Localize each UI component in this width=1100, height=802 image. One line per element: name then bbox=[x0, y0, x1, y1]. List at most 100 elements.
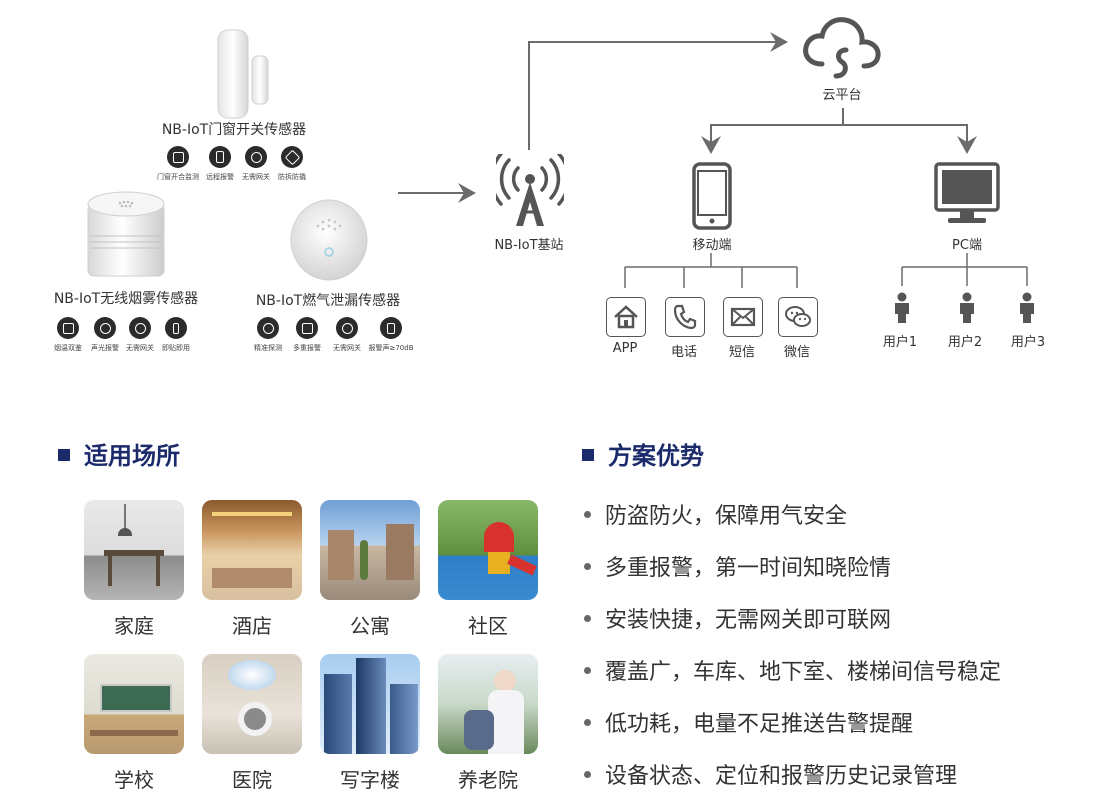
door-window-icon bbox=[167, 146, 189, 168]
no-gateway-icon bbox=[245, 146, 267, 168]
precise-detect-icon bbox=[257, 317, 279, 339]
wechat-icon bbox=[785, 306, 811, 327]
no-gateway-icon bbox=[336, 317, 358, 339]
advantages-section-title: 方案优势 bbox=[582, 436, 704, 471]
place-apartment: 公寓 bbox=[320, 500, 420, 639]
channel-sms bbox=[723, 297, 763, 337]
bullet-dot-icon bbox=[584, 614, 591, 622]
volume-icon bbox=[380, 317, 402, 339]
photo-school bbox=[84, 654, 184, 754]
gas-sensor-device bbox=[290, 199, 368, 281]
door-feature-3: 无需网关 bbox=[229, 146, 283, 182]
door-sensor-title: NB-IoT门窗开关传感器 bbox=[161, 122, 307, 138]
place-community: 社区 bbox=[438, 500, 538, 639]
photo-apartment bbox=[320, 500, 420, 600]
user-1-icon bbox=[895, 292, 909, 323]
user-2-icon bbox=[960, 292, 974, 323]
place-school: 学校 bbox=[84, 654, 184, 793]
monitor-icon bbox=[934, 162, 1000, 223]
door-feature-2: 远程报警 bbox=[193, 146, 247, 182]
smoke-sensor-device bbox=[87, 191, 165, 277]
phone-alarm-icon bbox=[209, 146, 231, 168]
place-nursing-home-label: 养老院 bbox=[458, 768, 518, 792]
places-section-title: 适用场所 bbox=[58, 436, 180, 471]
bullet-dot-icon bbox=[584, 510, 591, 518]
gas-feature-3: 无需网关 bbox=[320, 317, 374, 353]
arrow-cloud-to-mobile bbox=[701, 124, 843, 154]
place-school-label: 学校 bbox=[114, 768, 154, 792]
dual-sensor-icon bbox=[57, 317, 79, 339]
door-feature-4: 防拆防撬 bbox=[265, 146, 319, 182]
place-hotel-label: 酒店 bbox=[232, 614, 272, 638]
user-3-icon bbox=[1020, 292, 1034, 323]
bullet-dot-icon bbox=[584, 718, 591, 726]
door-feature-1: 门窗开合监测 bbox=[151, 146, 205, 182]
place-hospital: 医院 bbox=[202, 654, 302, 793]
channel-wechat bbox=[778, 297, 818, 337]
channel-wechat-label: 微信 bbox=[783, 345, 811, 360]
photo-office bbox=[320, 654, 420, 754]
advantage-item-6: 设备状态、定位和报警历史记录管理 bbox=[584, 758, 957, 790]
cloud-label: 云平台 bbox=[822, 88, 862, 103]
photo-home bbox=[84, 500, 184, 600]
channel-phone bbox=[665, 297, 705, 337]
cloud-icon bbox=[803, 17, 881, 79]
photo-nursing-home bbox=[438, 654, 538, 754]
smoke-feature-3: 无需网关 bbox=[113, 317, 167, 353]
arrow-cloud-to-pc bbox=[843, 124, 977, 154]
gas-sensor-title: NB-IoT燃气泄漏传感器 bbox=[255, 293, 401, 309]
channel-app bbox=[606, 297, 646, 337]
channel-sms-label: 短信 bbox=[728, 345, 756, 360]
section-bullet-icon bbox=[582, 449, 594, 461]
advantage-item-1: 防盗防火，保障用气安全 bbox=[584, 498, 847, 530]
gas-feature-4: 报警声≥70dB bbox=[364, 317, 418, 353]
stick-icon bbox=[165, 317, 187, 339]
user-1-label: 用户1 bbox=[882, 335, 918, 350]
bullet-dot-icon bbox=[584, 770, 591, 778]
door-sensor-device bbox=[217, 29, 269, 119]
advantage-item-4: 覆盖广，车库、地下室、楼梯间信号稳定 bbox=[584, 654, 1001, 686]
place-office: 写字楼 bbox=[320, 654, 420, 793]
place-home: 家庭 bbox=[84, 500, 184, 639]
arrow-station-to-cloud bbox=[528, 32, 788, 150]
place-nursing-home: 养老院 bbox=[438, 654, 538, 793]
sms-icon bbox=[730, 307, 756, 327]
place-hospital-label: 医院 bbox=[232, 768, 272, 792]
multi-alarm-icon bbox=[296, 317, 318, 339]
bullet-dot-icon bbox=[584, 666, 591, 674]
no-gateway-icon bbox=[129, 317, 151, 339]
user-3-label: 用户3 bbox=[1010, 335, 1046, 350]
user-2-label: 用户2 bbox=[947, 335, 983, 350]
advantage-item-2: 多重报警，第一时间知晓险情 bbox=[584, 550, 891, 582]
advantage-item-5: 低功耗，电量不足推送告警提醒 bbox=[584, 706, 913, 738]
place-home-label: 家庭 bbox=[114, 614, 154, 638]
mobile-phone-icon bbox=[692, 162, 732, 230]
place-hotel: 酒店 bbox=[202, 500, 302, 639]
gas-feature-1: 精准探测 bbox=[241, 317, 295, 353]
section-bullet-icon bbox=[58, 449, 70, 461]
channel-app-label: APP bbox=[612, 341, 638, 356]
base-station-label: NB-IoT基站 bbox=[494, 238, 564, 253]
tamper-icon bbox=[281, 146, 303, 168]
photo-hospital bbox=[202, 654, 302, 754]
network-connectors bbox=[398, 32, 1028, 288]
place-community-label: 社区 bbox=[468, 614, 508, 638]
smoke-feature-4: 即贴即用 bbox=[149, 317, 203, 353]
pc-label: PC端 bbox=[952, 238, 982, 253]
sound-light-icon bbox=[94, 317, 116, 339]
phone-icon bbox=[673, 304, 697, 330]
photo-community bbox=[438, 500, 538, 600]
smoke-sensor-title: NB-IoT无线烟雾传感器 bbox=[53, 291, 199, 307]
smoke-feature-2: 声光报警 bbox=[78, 317, 132, 353]
place-apartment-label: 公寓 bbox=[350, 614, 390, 638]
antenna-icon bbox=[496, 154, 564, 226]
place-office-label: 写字楼 bbox=[340, 768, 400, 792]
photo-hotel bbox=[202, 500, 302, 600]
gas-feature-2: 多重报警 bbox=[280, 317, 334, 353]
bullet-dot-icon bbox=[584, 562, 591, 570]
channel-phone-label: 电话 bbox=[670, 345, 698, 360]
advantage-item-3: 安装快捷，无需网关即可联网 bbox=[584, 602, 891, 634]
mobile-label: 移动端 bbox=[692, 238, 732, 253]
smoke-feature-1: 烟温双鉴 bbox=[41, 317, 95, 353]
app-home-icon bbox=[614, 305, 638, 329]
